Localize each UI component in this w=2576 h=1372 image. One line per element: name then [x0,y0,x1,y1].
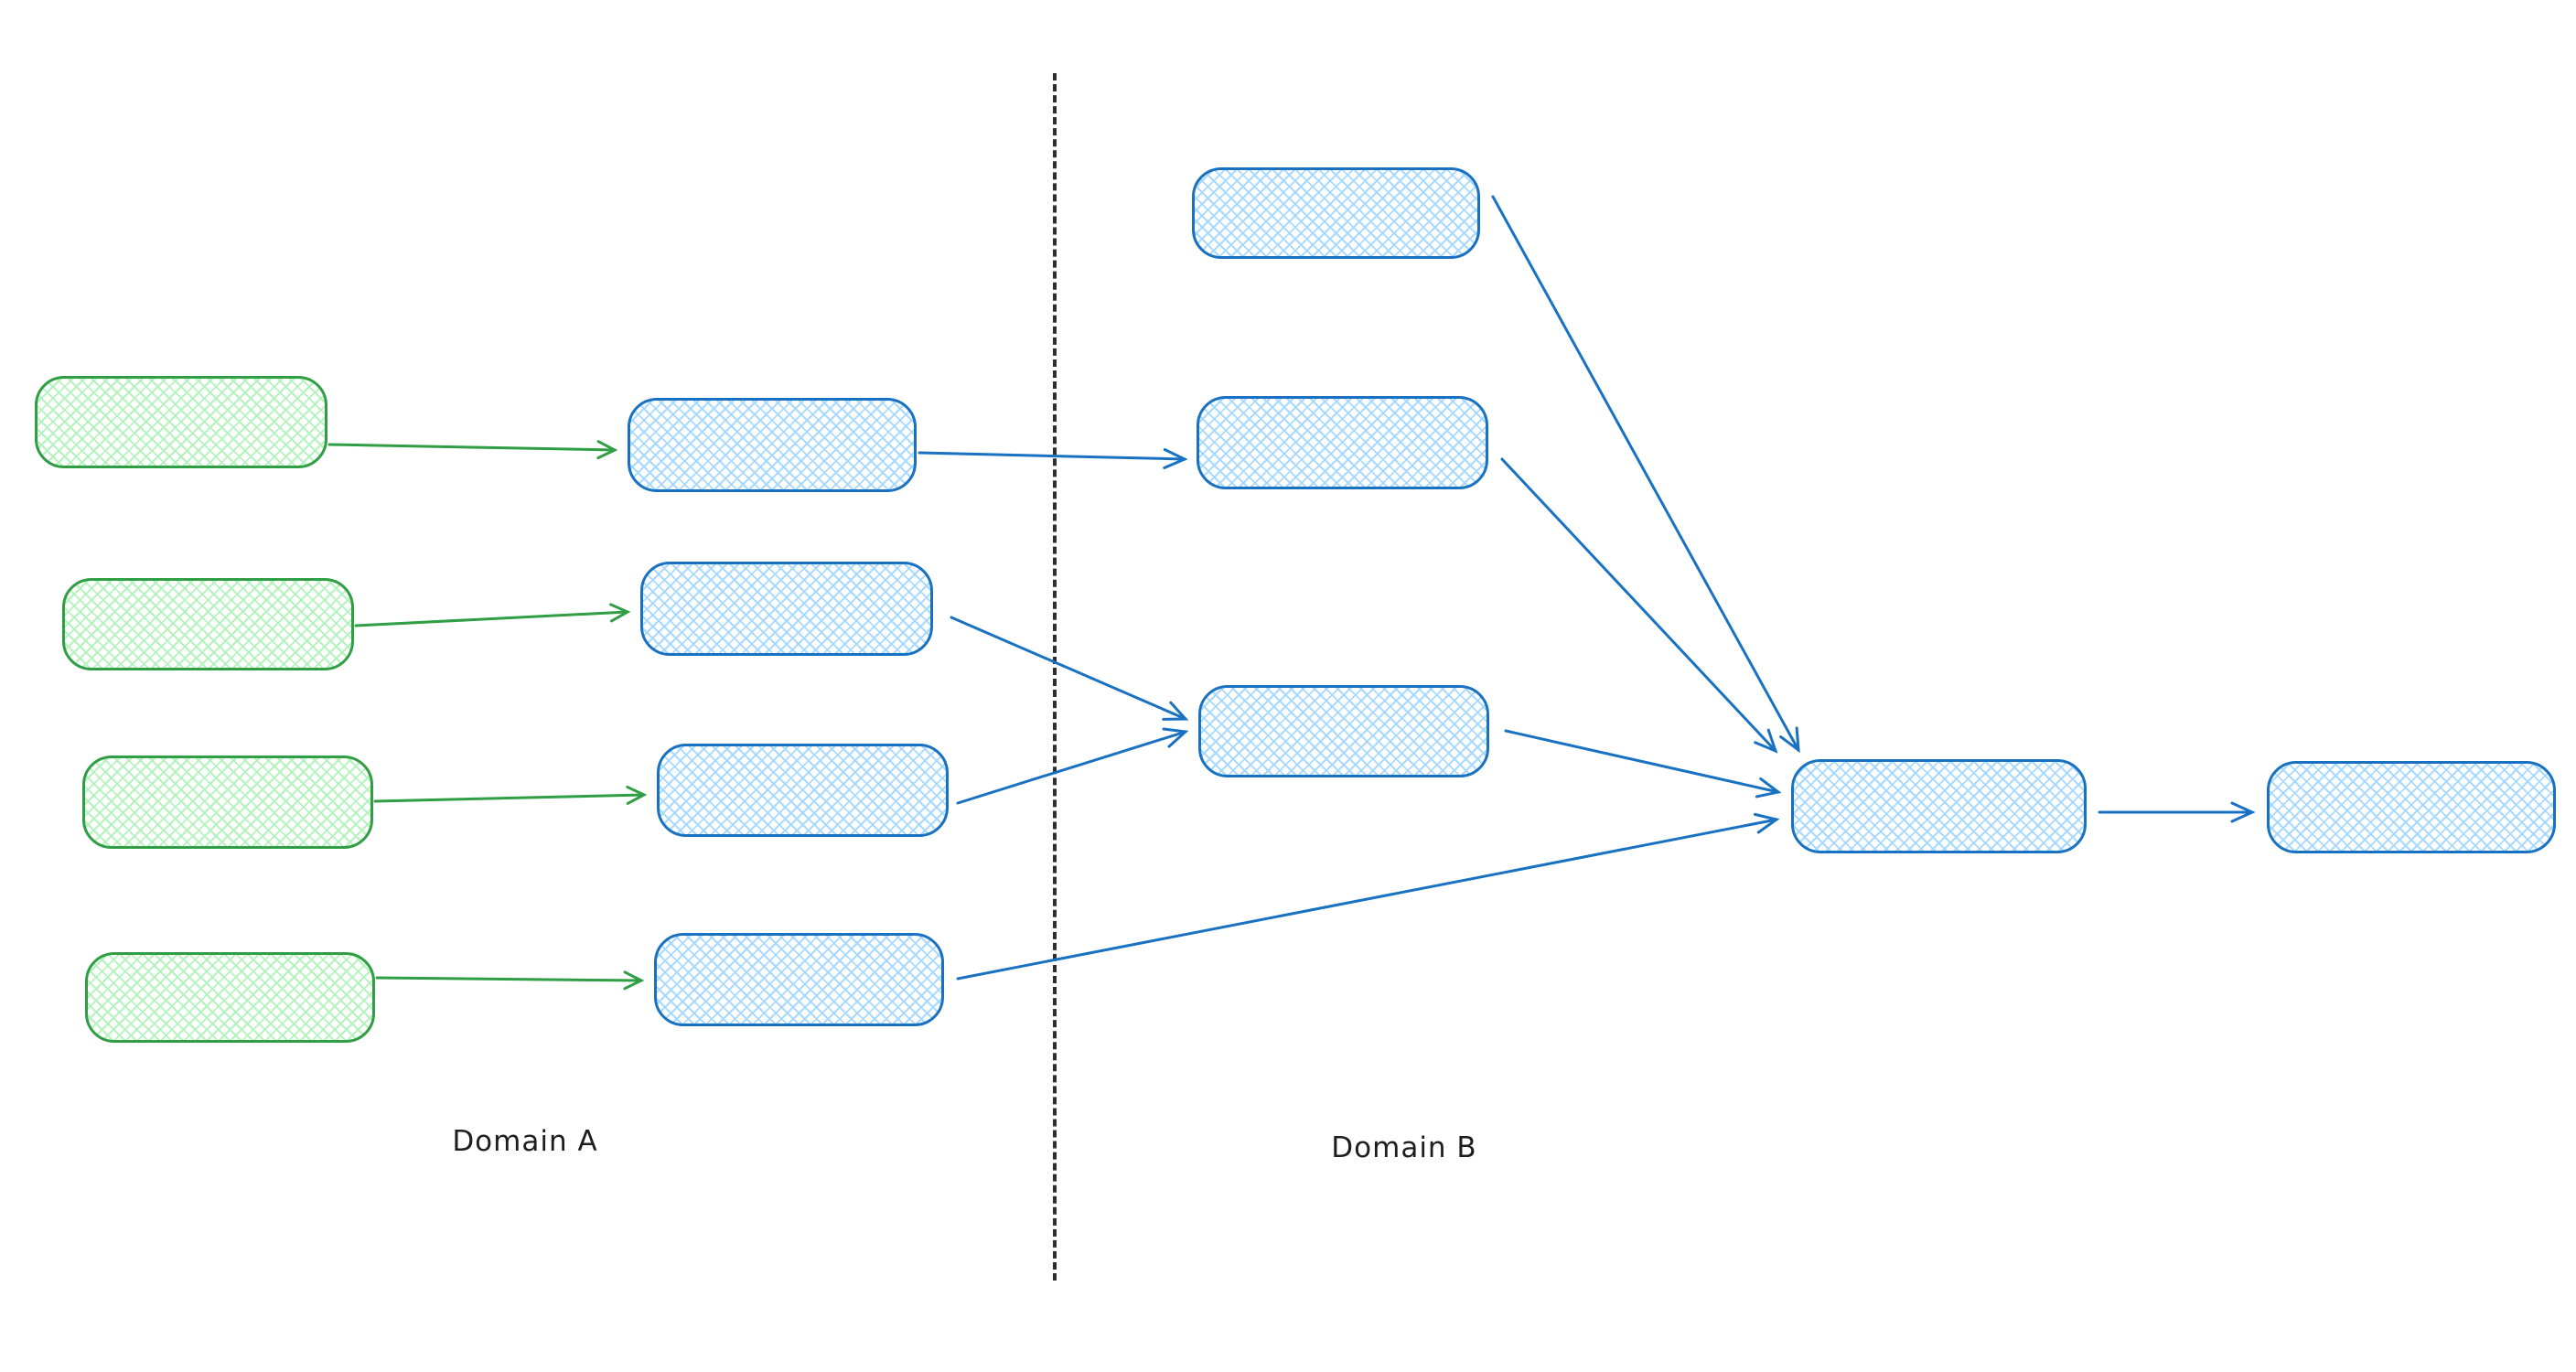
arrow-green-1 [327,440,618,460]
arrow-b3-merge [1504,729,1782,799]
green-node-1 [35,376,327,468]
domain-b-label: Domain B [1331,1131,1477,1164]
green-node-2 [62,578,354,670]
blue-node-b2 [1197,396,1488,489]
blue-node-a3 [657,744,949,837]
arrow-b1-merge [1491,195,1800,754]
blue-node-b1 [1192,167,1480,259]
arrow-a2-b3 [950,616,1189,721]
blue-node-a4 [654,933,944,1026]
green-node-3 [82,756,373,849]
blue-node-b3 [1198,685,1489,777]
domain-divider-line [1053,73,1057,1281]
arrow-green-4 [375,970,645,991]
arrow-b2-merge [1500,457,1778,754]
blue-node-a2 [640,562,933,656]
arrow-a1-b2 [918,447,1188,469]
arrow-green-2 [354,603,631,627]
merge-node [1791,759,2087,853]
output-node [2267,761,2556,853]
blue-node-a1 [628,398,917,492]
green-node-4 [85,952,375,1043]
arrow-green-3 [373,785,648,805]
domain-a-label: Domain A [452,1125,598,1158]
arrow-a3-b3 [956,727,1189,805]
arrow-a4-merge [956,812,1780,981]
